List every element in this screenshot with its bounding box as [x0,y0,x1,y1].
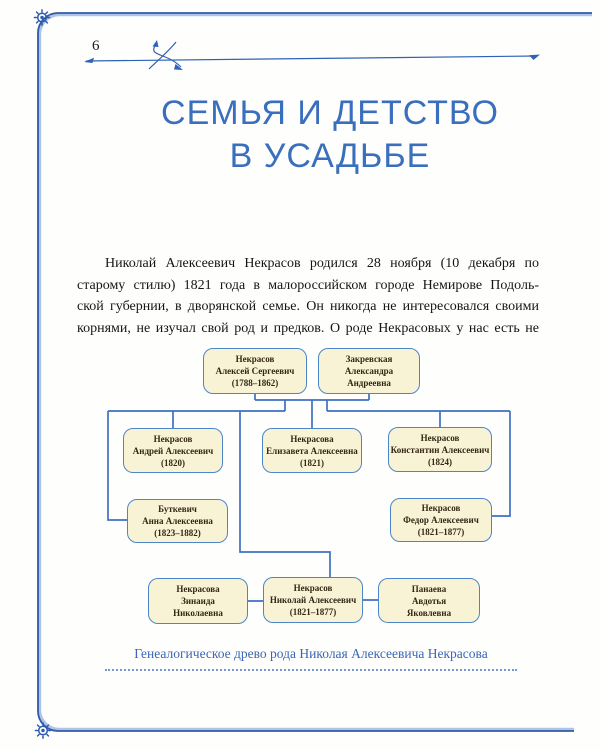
tree-node-nekrasov-konstantin: Некрасов Константин Алексеевич (1824) [388,427,492,472]
node-line: Некрасов [293,583,333,593]
node-line: (1821–1877) [417,527,465,537]
node-line: Некрасов [421,503,461,513]
paragraph-line: корнями, не изучал свой род и предков. О… [77,320,539,336]
node-line: Елизавета Алексеевна [266,445,358,456]
tree-caption: Генеалогическое древо рода Николая Алекс… [105,646,517,671]
node-line: (1821) [300,457,324,468]
node-line: (1820) [161,457,185,468]
node-line: (1821–1877) [289,607,337,617]
tree-node-nekrasov-andrey: Некрасов Андрей Алексеевич (1820) [123,428,223,473]
node-line: Андрей Алексеевич [132,445,214,456]
paragraph-line: старому стилю) 1821 года в малороссийско… [77,277,539,293]
node-line: Буткевич [158,504,197,514]
node-line: Закревская [345,354,393,364]
tree-node-nekrasova-zinaida: Некрасова Зинаида Николаевна [148,578,248,624]
node-line: Яковлевна [406,607,452,618]
tree-node-nekrasova-elizaveta: Некрасова Елизавета Алексеевна (1821) [262,428,362,473]
node-line: Николай Алексеевич [269,595,357,605]
node-line: Константин Алексеевич [390,444,490,455]
chapter-title-line2: В УСАДЬБЕ [229,137,431,175]
chapter-title-line1: СЕМЬЯ И ДЕТСТВО [161,94,499,132]
node-line: (1824) [428,456,452,467]
paragraph-line: ской губернии, в дворянской семье. Он ни… [77,299,539,314]
node-line: Некрасова [176,584,220,594]
node-line: (1788–1862) [231,378,279,388]
node-line: Зинаида [181,596,215,606]
node-line: Некрасов [153,433,193,444]
tree-node-nekrasov-nikolay: Некрасов Николай Алексеевич (1821–1877) [263,577,363,623]
node-line: (1823–1882) [154,528,201,538]
tree-node-nekrasov-aleksey-sergeevich: Некрасов Алексей Сергеевич (1788–1862) [203,348,307,394]
node-line: Некрасова [290,433,334,444]
tree-node-nekrasov-fedor: Некрасов Федор Алексеевич (1821–1877) [390,498,492,542]
node-line: Федор Алексеевич [403,515,479,525]
body-paragraph: Николай Алексеевич Некрасов родился 28 н… [77,253,539,339]
node-line: Андреевна [347,378,391,388]
tree-node-panaeva-avdotya: Панаева Авдотья Яковлевна [378,578,480,623]
node-line: Алексей Сергеевич [215,366,295,376]
snowflake-rosette-icon [33,9,51,26]
paragraph-line: Николай Алексеевич Некрасов родился 28 н… [105,256,539,271]
node-line: Некрасов [235,354,275,364]
node-line: Авдотья [411,595,447,606]
node-line: Панаева [411,583,447,594]
tree-node-zakrevskaya-aleksandra: Закревская Александра Андреевна [318,348,420,394]
snowflake-rosette-icon [34,722,52,739]
chapter-title: СЕМЬЯ И ДЕТСТВО В УСАДЬБЕ [70,92,590,178]
node-line: Александра [344,366,394,376]
header-flourish-icon [84,40,540,70]
node-line: Некрасов [420,432,460,443]
node-line: Анна Алексеевна [142,516,213,526]
node-line: Николаевна [173,608,223,618]
tree-node-butkevich-anna: Буткевич Анна Алексеевна (1823–1882) [127,499,228,543]
page-number: 6 [92,38,100,54]
